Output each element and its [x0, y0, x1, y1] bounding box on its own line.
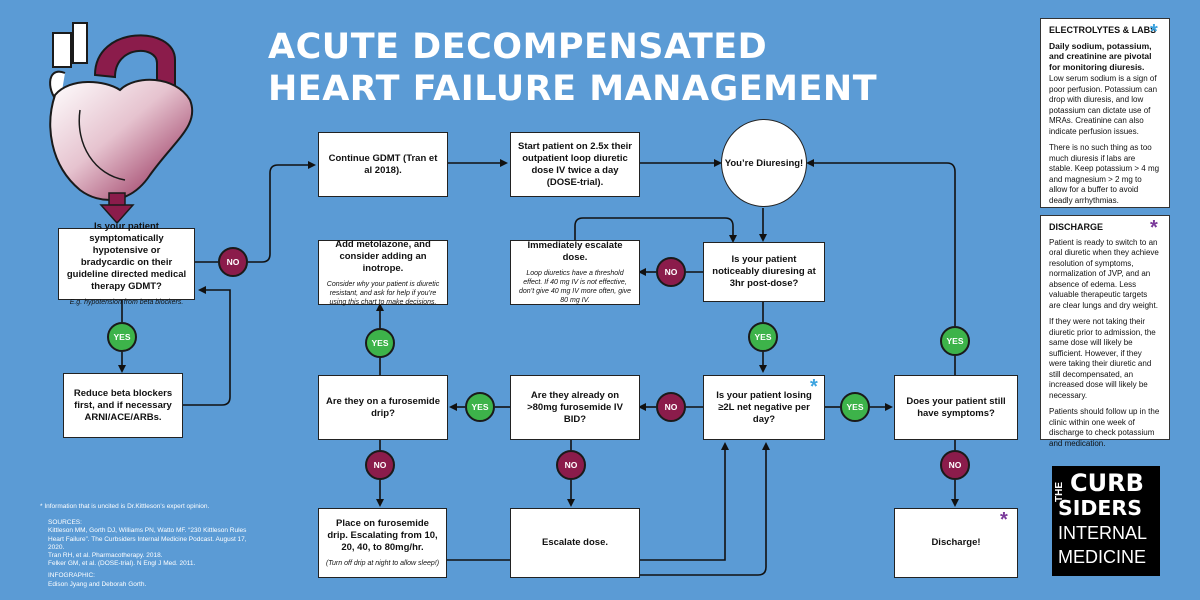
electrolytes-bold-text: Daily sodium, potassium, and creatinine …	[1049, 40, 1152, 72]
discharge-paragraph-3: Patients should follow up in the clinic …	[1049, 407, 1160, 448]
place-drip-text: Place on furosemide drip. Escalating fro…	[327, 518, 438, 553]
infographic-heading: INFOGRAPHIC:	[48, 572, 95, 580]
already-80mg-text: Are they already on >80mg furosemide IV …	[527, 389, 623, 425]
yes-badge: YES	[365, 328, 395, 358]
start-patient-box: Start patient on 2.5x their outpatient l…	[510, 132, 640, 197]
logo-internal: INTERNAL	[1058, 523, 1148, 543]
yes-badge: YES	[107, 322, 137, 352]
logo-curb: CURB	[1070, 469, 1144, 497]
no-badge: NO	[940, 450, 970, 480]
furosemide-drip-question-box: Are they on a furosemide drip?	[318, 375, 448, 440]
still-symptoms-box: Does your patient still have symptoms?	[894, 375, 1018, 440]
heart-icon	[49, 22, 194, 225]
electrolytes-paragraph-2: There is no such thing as too much diure…	[1049, 143, 1160, 205]
noticeably-diuresing-box: Is your patient noticeably diuresing at …	[703, 242, 825, 302]
footnote: * Information that is uncited is Dr.Kitt…	[40, 503, 210, 510]
metolazone-note: Consider why your patient is diuretic re…	[326, 280, 440, 306]
immediately-escalate-note: Loop diuretics have a threshold effect. …	[518, 270, 632, 304]
still-symptoms-text: Does your patient still have symptoms?	[906, 395, 1006, 419]
immediately-escalate-box: Immediately escalate dose. Loop diuretic…	[510, 240, 640, 305]
metolazone-text: Add metolazone, and consider adding an i…	[335, 238, 431, 274]
discharge-box: Discharge!	[894, 508, 1018, 578]
already-80mg-box: Are they already on >80mg furosemide IV …	[510, 375, 640, 440]
electrolytes-panel: ELECTROLYTES & LABS Daily sodium, potass…	[1040, 18, 1170, 208]
no-badge: NO	[656, 257, 686, 287]
no-badge: NO	[656, 392, 686, 422]
discharge-text: Discharge!	[931, 537, 981, 548]
metolazone-box: Add metolazone, and consider adding an i…	[318, 238, 448, 306]
page-title: ACUTE DECOMPENSATED HEART FAILURE MANAGE…	[268, 26, 877, 110]
no-badge: NO	[218, 247, 248, 277]
yes-badge: YES	[465, 392, 495, 422]
no-badge: NO	[556, 450, 586, 480]
sources-heading: SOURCES:	[48, 519, 82, 527]
infographic-authors: Edison Jyang and Deborah Gorth.	[48, 580, 147, 588]
logo-medicine: MEDICINE	[1058, 547, 1147, 567]
escalate-dose-text: Escalate dose.	[541, 537, 608, 548]
asterisk-icon: *	[810, 376, 818, 398]
hypotensive-question-text: Is your patient symptomatically hypotens…	[66, 221, 187, 292]
curbsiders-logo: THE CURB SIDERS INTERNAL MEDICINE	[1052, 466, 1160, 576]
source-1: Kittleson MM, Gorth DJ, Williams PN, Wat…	[48, 527, 247, 551]
electrolytes-panel-title: ELECTROLYTES & LABS	[1049, 25, 1157, 35]
asterisk-icon: *	[1000, 509, 1008, 531]
source-3: Felker GM, et al. (DOSE-trial). N Engl J…	[48, 560, 196, 568]
title-line-1: ACUTE DECOMPENSATED	[268, 27, 768, 67]
immediately-escalate-text: Immediately escalate dose.	[527, 240, 623, 263]
noticeably-diuresing-text: Is your patient noticeably diuresing at …	[712, 254, 816, 289]
hypotensive-question-box: Is your patient symptomatically hypotens…	[58, 221, 195, 306]
asterisk-icon: *	[1150, 21, 1158, 43]
source-2: Tran RH, et al. Pharmacotherapy. 2018.	[48, 552, 163, 560]
sources-block: * Information that is uncited is Dr.Kitt…	[40, 503, 253, 589]
logo-siders: SIDERS	[1058, 496, 1142, 520]
escalate-dose-box: Escalate dose.	[510, 508, 640, 578]
yes-badge: YES	[748, 322, 778, 352]
place-drip-note: (Turn off drip at night to allow sleep!)	[325, 560, 440, 567]
losing-2l-text: Is your patient losing ≥2L net negative …	[716, 389, 812, 425]
yes-badge: YES	[940, 326, 970, 356]
reduce-beta-blockers-box: Reduce beta blockers first, and if neces…	[63, 373, 183, 438]
continue-gdmt-box: Continue GDMT (Tran et al 2018).	[318, 132, 448, 197]
yes-badge: YES	[840, 392, 870, 422]
asterisk-icon: *	[1150, 217, 1158, 239]
no-badge: NO	[365, 450, 395, 480]
diuresing-circle: You’re Diuresing!	[721, 119, 807, 207]
start-patient-text: Start patient on 2.5x their outpatient l…	[517, 140, 633, 188]
continue-gdmt-text: Continue GDMT (Tran et al 2018).	[328, 152, 438, 176]
title-line-2: HEART FAILURE MANAGEMENT	[268, 69, 878, 109]
reduce-beta-blockers-text: Reduce beta blockers first, and if neces…	[73, 387, 173, 423]
place-drip-box: Place on furosemide drip. Escalating fro…	[318, 508, 447, 578]
losing-2l-box: Is your patient losing ≥2L net negative …	[703, 375, 825, 440]
furosemide-drip-question-text: Are they on a furosemide drip?	[325, 395, 441, 419]
diuresing-text: You’re Diuresing!	[724, 157, 804, 169]
discharge-paragraph-2: If they were not taking their diuretic p…	[1049, 317, 1156, 400]
electrolytes-paragraph-1: Low serum sodium is a sign of poor perfu…	[1049, 74, 1158, 136]
discharge-panel-title: DISCHARGE	[1049, 222, 1104, 232]
discharge-panel: DISCHARGE Patient is ready to switch to …	[1040, 215, 1170, 448]
hypotensive-note: E.g. hypotension from beta blockers.	[69, 299, 184, 306]
discharge-paragraph-1: Patient is ready to switch to an oral di…	[1049, 237, 1159, 310]
